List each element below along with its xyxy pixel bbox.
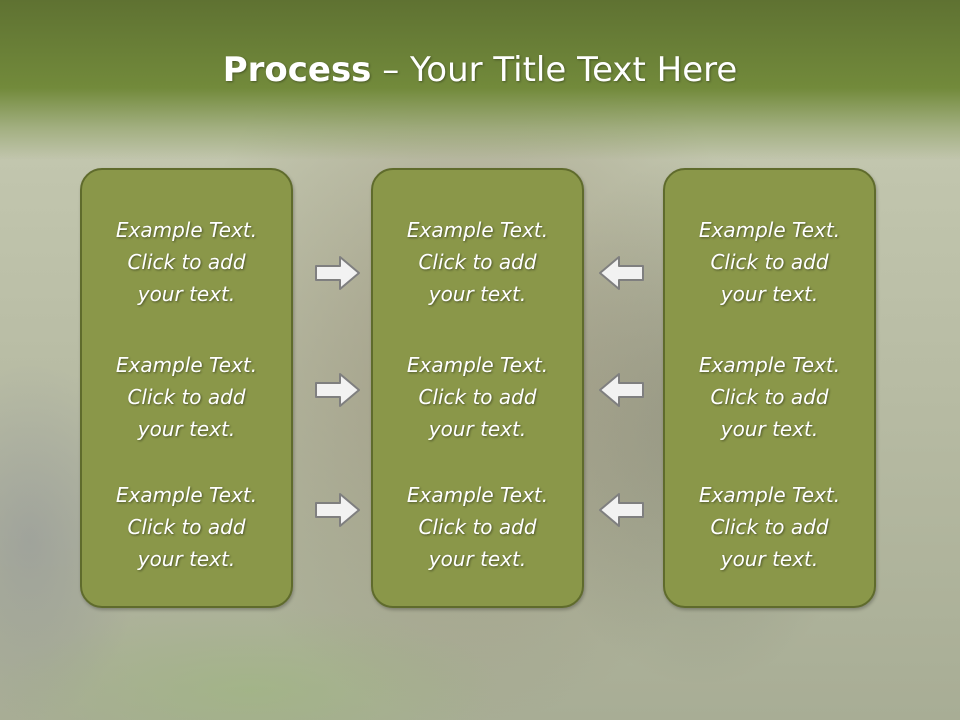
process-box-center[interactable]: Example Text. Click to add your text. Ex… <box>371 168 584 608</box>
text-line: Click to add <box>418 515 537 539</box>
arrow-left-icon <box>599 493 644 527</box>
text-block[interactable]: Example Text. Click to add your text. <box>665 349 874 445</box>
text-block[interactable]: Example Text. Click to add your text. <box>82 349 291 445</box>
text-line: Example Text. <box>698 218 841 242</box>
text-line: your text. <box>428 282 527 306</box>
text-line: Example Text. <box>698 353 841 377</box>
text-line: Click to add <box>710 250 829 274</box>
title-bold-part: Process <box>222 50 372 90</box>
text-block[interactable]: Example Text. Click to add your text. <box>665 479 874 575</box>
text-line: Example Text. <box>115 483 258 507</box>
text-line: Example Text. <box>406 353 549 377</box>
title-rest-part: – Your Title Text Here <box>371 50 738 90</box>
text-line: Example Text. <box>406 218 549 242</box>
text-line: your text. <box>720 417 819 441</box>
text-line: your text. <box>428 547 527 571</box>
text-line: Example Text. <box>115 218 258 242</box>
text-line: your text. <box>720 282 819 306</box>
text-line: Click to add <box>418 250 537 274</box>
title-bar <box>0 0 960 160</box>
arrow-right-icon <box>315 493 360 527</box>
arrow-right-icon <box>315 373 360 407</box>
text-line: Click to add <box>127 385 246 409</box>
process-box-left[interactable]: Example Text. Click to add your text. Ex… <box>80 168 293 608</box>
text-line: Click to add <box>710 515 829 539</box>
text-line: your text. <box>428 417 527 441</box>
text-line: your text. <box>137 547 236 571</box>
text-line: Example Text. <box>406 483 549 507</box>
process-box-right[interactable]: Example Text. Click to add your text. Ex… <box>663 168 876 608</box>
slide-title[interactable]: Process – Your Title Text Here <box>0 50 960 90</box>
arrow-left-icon <box>599 256 644 290</box>
text-block[interactable]: Example Text. Click to add your text. <box>82 479 291 575</box>
arrow-left-icon <box>599 373 644 407</box>
text-line: Example Text. <box>698 483 841 507</box>
text-line: your text. <box>137 417 236 441</box>
text-block[interactable]: Example Text. Click to add your text. <box>82 214 291 310</box>
text-line: your text. <box>137 282 236 306</box>
text-line: Example Text. <box>115 353 258 377</box>
text-line: Click to add <box>710 385 829 409</box>
text-block[interactable]: Example Text. Click to add your text. <box>373 349 582 445</box>
text-line: Click to add <box>418 385 537 409</box>
arrow-right-icon <box>315 256 360 290</box>
text-block[interactable]: Example Text. Click to add your text. <box>373 214 582 310</box>
text-line: your text. <box>720 547 819 571</box>
text-block[interactable]: Example Text. Click to add your text. <box>373 479 582 575</box>
text-line: Click to add <box>127 250 246 274</box>
text-line: Click to add <box>127 515 246 539</box>
text-block[interactable]: Example Text. Click to add your text. <box>665 214 874 310</box>
